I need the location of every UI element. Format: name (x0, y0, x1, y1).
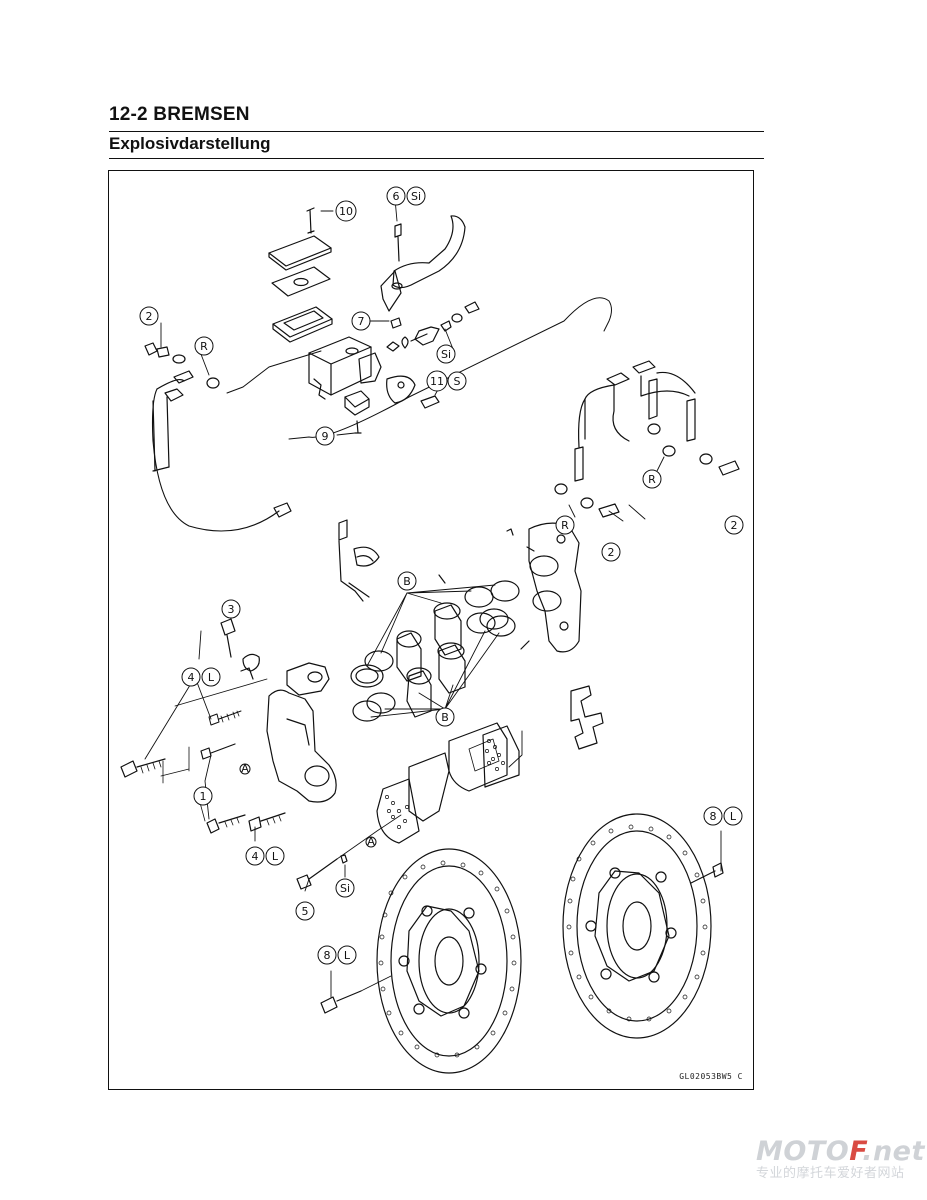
svg-text:L: L (344, 949, 351, 962)
callout-si-lower: Si (335, 878, 355, 898)
watermark-accent: F (849, 1136, 863, 1167)
diagram-reference-code: GL02053BW5 C (679, 1072, 743, 1081)
right-brake-disc (562, 813, 724, 1039)
left-caliper (220, 618, 337, 803)
svg-text:L: L (208, 671, 215, 684)
callout-4-upper: 4 (181, 667, 201, 687)
watermark-logo: MOTOF.net (756, 1138, 924, 1166)
svg-text:7: 7 (358, 315, 365, 328)
section-rule (109, 158, 764, 159)
callout-2-top-left: 2 (139, 306, 159, 326)
pad-spring (338, 519, 380, 602)
watermark-tagline: 专业的摩托车爱好者网站 (756, 1166, 905, 1181)
callout-si-top: Si (436, 344, 456, 364)
svg-text:8: 8 (324, 949, 331, 962)
page-title: 12-2 BREMSEN (109, 104, 250, 125)
svg-text:6: 6 (393, 190, 400, 203)
brake-pads (376, 722, 520, 844)
master-cylinder-group (268, 207, 480, 434)
callout-3: 3 (221, 599, 241, 619)
left-brake-disc (320, 848, 522, 1074)
brake-hose-group (144, 297, 740, 532)
callout-r-top-left: R (194, 336, 214, 356)
exploded-view-drawing: 10 6 Si 2 R 7 Si 11 S 9 R R 2 2 3 B B 4 … (120, 186, 744, 1074)
callout-b-upper: B (397, 571, 417, 591)
callout-2-right-edge: 2 (724, 515, 744, 535)
callout-4-lower-l: L (265, 846, 285, 866)
svg-text:1: 1 (200, 790, 207, 803)
svg-text:R: R (561, 519, 569, 532)
right-caliper (506, 522, 582, 768)
svg-text:R: R (648, 473, 656, 486)
svg-text:L: L (272, 850, 279, 863)
svg-text:2: 2 (731, 519, 738, 532)
svg-text:A: A (241, 762, 249, 775)
svg-text:9: 9 (322, 430, 329, 443)
svg-text:2: 2 (146, 310, 153, 323)
caliper-bolts (120, 678, 286, 834)
callout-4-lower: 4 (245, 846, 265, 866)
callout-2-right-mid: 2 (601, 542, 621, 562)
svg-text:4: 4 (252, 850, 259, 863)
watermark-tld: .net (862, 1136, 925, 1167)
pad-clip (570, 685, 604, 750)
callout-8-right: 8 (703, 806, 723, 826)
svg-text:S: S (454, 375, 461, 388)
exploded-view-diagram: 10 6 Si 2 R 7 Si 11 S 9 R R 2 2 3 B B 4 … (108, 170, 754, 1090)
svg-text:R: R (200, 340, 208, 353)
svg-text:L: L (730, 810, 737, 823)
svg-text:10: 10 (339, 205, 353, 218)
svg-text:A: A (367, 835, 375, 848)
svg-text:8: 8 (710, 810, 717, 823)
callout-a-pin: A (365, 835, 377, 848)
svg-text:Si: Si (441, 348, 451, 361)
svg-text:11: 11 (430, 375, 444, 388)
callout-b-lower: B (435, 707, 455, 727)
watermark-brand: MOTO (756, 1136, 850, 1167)
svg-text:3: 3 (228, 603, 235, 616)
callout-9: 9 (315, 426, 335, 446)
leader-lines (144, 198, 722, 998)
svg-text:B: B (441, 711, 449, 724)
svg-text:Si: Si (340, 882, 350, 895)
header-rule (109, 131, 764, 132)
callout-6-si: Si (406, 186, 426, 206)
callout-1: 1 (193, 786, 213, 806)
callout-4-upper-l: L (201, 667, 221, 687)
callout-7: 7 (351, 311, 371, 331)
callout-8-right-l: L (723, 806, 743, 826)
callout-5: 5 (295, 901, 315, 921)
callout-8-left: 8 (317, 945, 337, 965)
pad-pin (296, 814, 402, 890)
svg-text:B: B (403, 575, 411, 588)
callout-8-left-l: L (337, 945, 357, 965)
callout-11-s: S (447, 371, 467, 391)
svg-text:2: 2 (608, 546, 615, 559)
svg-text:Si: Si (411, 190, 421, 203)
callout-r-right-upper: R (642, 469, 662, 489)
section-title: Explosivdarstellung (109, 134, 271, 153)
callout-6: 6 (386, 186, 406, 206)
svg-text:4: 4 (188, 671, 195, 684)
site-watermark: MOTOF.net 专业的摩托车爱好者网站 (756, 1138, 924, 1182)
callout-a-caliper: A (239, 762, 251, 775)
svg-text:5: 5 (302, 905, 309, 918)
pistons-and-seals (350, 574, 520, 722)
callout-r-right-lower: R (555, 515, 575, 535)
callout-10: 10 (335, 200, 357, 222)
callout-badges: 10 6 Si 2 R 7 Si 11 S 9 R R 2 2 3 B B 4 … (139, 186, 744, 965)
callout-11: 11 (426, 370, 448, 392)
